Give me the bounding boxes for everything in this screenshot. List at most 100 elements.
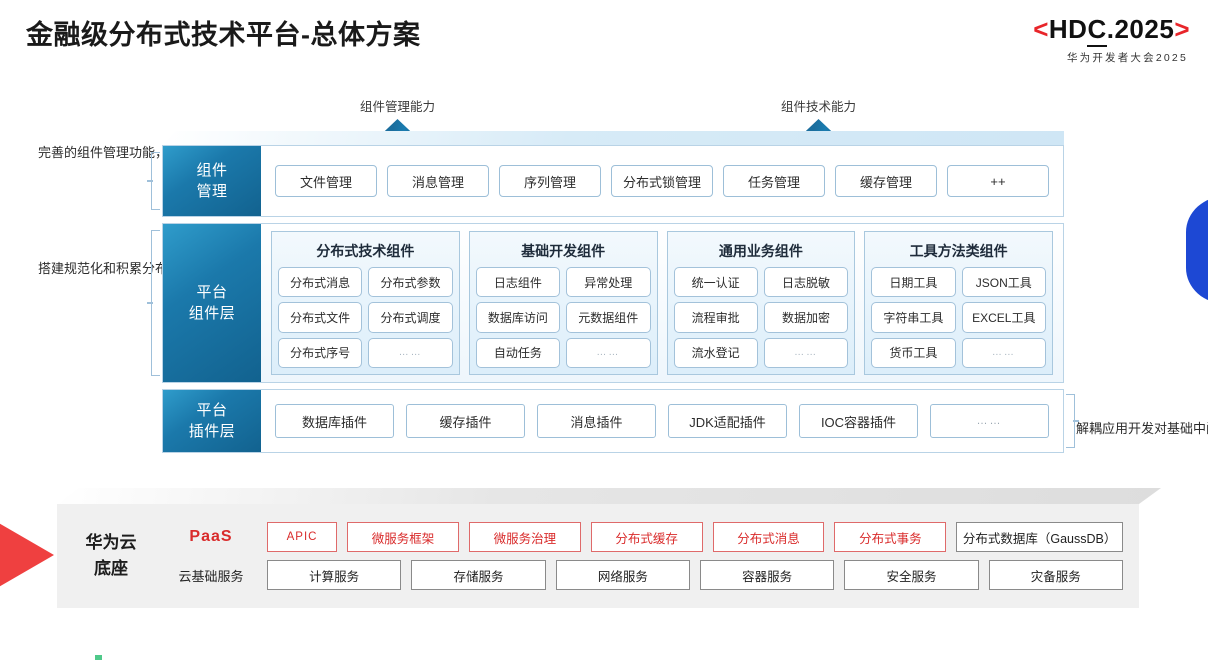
logo-subtitle: 华为开发者大会2025 xyxy=(1066,52,1188,64)
band-label-component-management: 组件 管理 xyxy=(163,146,261,216)
group-row: 日期工具 JSON工具 xyxy=(871,267,1046,298)
group-basic-dev-components: 基础开发组件 日志组件 异常处理 数据库访问 元数据组件 自动任 xyxy=(468,231,658,375)
group-title: 分布式技术组件 xyxy=(316,243,415,259)
cell-exception-handling[interactable]: 异常处理 xyxy=(566,267,651,298)
band-label-platform-plugin-layer: 平台 插件层 xyxy=(163,390,261,452)
plugin-chip-row: 数据库插件 缓存插件 消息插件 JDK适配插件 IOC容器插件 …… xyxy=(261,404,1063,438)
band-label-line2: 组件层 xyxy=(188,305,236,322)
cell-unified-auth[interactable]: 统一认证 xyxy=(673,267,758,298)
group-row: 流程审批 数据加密 xyxy=(673,302,849,333)
chip-jdk-adapter-plugin[interactable]: JDK适配插件 xyxy=(668,404,787,438)
arrow-label-component-management: 组件管理能力 xyxy=(360,100,436,114)
cell-currency-utility[interactable]: 货币工具 xyxy=(871,337,956,368)
tag-apic[interactable]: APIC xyxy=(267,522,338,552)
cell-string-utility[interactable]: 字符串工具 xyxy=(871,302,956,333)
chip-ioc-container-plugin[interactable]: IOC容器插件 xyxy=(799,404,918,438)
band-component-management: 组件 管理 文件管理 消息管理 序列管理 分布式锁管理 任务管理 缓存管理 ++ xyxy=(147,145,1064,217)
band-body-management: 文件管理 消息管理 序列管理 分布式锁管理 任务管理 缓存管理 ++ xyxy=(261,146,1063,216)
chip-database-plugin[interactable]: 数据库插件 xyxy=(275,404,394,438)
group-row: 流水登记 …… xyxy=(673,337,849,368)
chip-message-management[interactable]: 消息管理 xyxy=(387,165,489,197)
band-label-line2: 插件层 xyxy=(188,423,236,440)
cell-excel-utility[interactable]: EXCEL工具 xyxy=(961,302,1046,333)
service-network[interactable]: 网络服务 xyxy=(555,560,690,590)
tag-microservice-governance[interactable]: 微服务治理 xyxy=(468,522,581,552)
bracket-left-component-layer xyxy=(147,230,160,376)
logo-bracket-left: < xyxy=(1033,14,1049,44)
cell-more[interactable]: …… xyxy=(763,337,849,368)
cell-distributed-parameter[interactable]: 分布式参数 xyxy=(368,267,453,298)
bracket-left-management xyxy=(147,152,160,210)
cell-distributed-file[interactable]: 分布式文件 xyxy=(278,302,363,333)
cell-more[interactable]: …… xyxy=(566,337,651,368)
tag-distributed-transaction[interactable]: 分布式事务 xyxy=(834,522,947,552)
group-row: 日志组件 异常处理 xyxy=(475,267,651,298)
cell-distributed-sequence[interactable]: 分布式序号 xyxy=(278,337,363,368)
chip-more[interactable]: ++ xyxy=(947,165,1049,197)
cell-date-utility[interactable]: 日期工具 xyxy=(871,267,956,298)
chip-more[interactable]: …… xyxy=(930,404,1049,438)
cell-log-component[interactable]: 日志组件 xyxy=(475,267,561,298)
group-grid: 日期工具 JSON工具 字符串工具 EXCEL工具 货币工具 …… xyxy=(871,267,1046,368)
cell-more[interactable]: …… xyxy=(961,337,1046,368)
chip-distributed-lock-management[interactable]: 分布式锁管理 xyxy=(611,165,713,197)
band-label-platform-component-layer: 平台 组件层 xyxy=(163,224,261,382)
base-title: 华为云 底座 xyxy=(57,530,165,582)
chip-cache-management[interactable]: 缓存管理 xyxy=(835,165,937,197)
cell-transaction-record[interactable]: 流水登记 xyxy=(673,337,758,368)
service-compute[interactable]: 计算服务 xyxy=(267,560,402,590)
service-disaster-recovery[interactable]: 灾备服务 xyxy=(988,560,1123,590)
group-row: 分布式序号 …… xyxy=(278,337,453,368)
annotation-left-top: 完善的组件管理功能，提供技术参数的全生命周期管理 xyxy=(38,142,350,164)
cell-database-access[interactable]: 数据库访问 xyxy=(475,302,561,333)
annotation-left-bottom: 搭建规范化和积累分布式技术组件、基础开发组件及通用业务组件 xyxy=(38,258,415,280)
stack-3d-top-face xyxy=(162,131,1064,145)
band-body-component-layer: 分布式技术组件 分布式消息 分布式参数 分布式文件 分布式调度 xyxy=(261,224,1063,382)
service-security[interactable]: 安全服务 xyxy=(844,560,979,590)
tag-distributed-message[interactable]: 分布式消息 xyxy=(712,522,825,552)
group-grid: 日志组件 异常处理 数据库访问 元数据组件 自动任务 …… xyxy=(475,267,651,368)
group-title: 工具方法类组件 xyxy=(909,243,1008,259)
blue-lens-decoration xyxy=(1186,196,1208,304)
group-row: 分布式文件 分布式调度 xyxy=(278,302,453,333)
service-storage[interactable]: 存储服务 xyxy=(411,560,546,590)
cell-json-utility[interactable]: JSON工具 xyxy=(961,267,1046,298)
chip-file-management[interactable]: 文件管理 xyxy=(275,165,377,197)
chip-sequence-management[interactable]: 序列管理 xyxy=(499,165,601,197)
group-row: 分布式消息 分布式参数 xyxy=(278,267,453,298)
annotation-right: 解耦应用开发对基础中间件及Java框架依赖 xyxy=(1076,421,1208,436)
group-row: 字符串工具 EXCEL工具 xyxy=(871,302,1046,333)
tag-microservice-framework[interactable]: 微服务框架 xyxy=(347,522,459,552)
cell-log-desensitization[interactable]: 日志脱敏 xyxy=(763,267,849,298)
component-group-container: 分布式技术组件 分布式消息 分布式参数 分布式文件 分布式调度 xyxy=(261,224,1063,382)
band-label-line1: 组件 xyxy=(196,162,228,179)
group-distributed-tech-components: 分布式技术组件 分布式消息 分布式参数 分布式文件 分布式调度 xyxy=(271,231,460,375)
cell-metadata-component[interactable]: 元数据组件 xyxy=(566,302,651,333)
band-label-line1: 平台 xyxy=(196,402,228,419)
group-common-business-components: 通用业务组件 统一认证 日志脱敏 流程审批 数据加密 流水登记 xyxy=(666,231,856,375)
cell-distributed-message[interactable]: 分布式消息 xyxy=(278,267,363,298)
chip-task-management[interactable]: 任务管理 xyxy=(723,165,825,197)
logo-text-pre: HD xyxy=(1048,14,1088,44)
tag-distributed-cache[interactable]: 分布式缓存 xyxy=(590,522,703,552)
group-title: 基础开发组件 xyxy=(521,243,606,259)
arrow-label-component-technology: 组件技术能力 xyxy=(781,100,857,114)
page-title: 金融级分布式技术平台-总体方案 xyxy=(26,20,421,50)
base-row-paas: PaaS APIC 微服务框架 微服务治理 分布式缓存 分布式消息 分布式事务 … xyxy=(165,522,1123,552)
logo-bracket-right: > xyxy=(1174,14,1190,44)
chip-cache-plugin[interactable]: 缓存插件 xyxy=(406,404,525,438)
tag-distributed-database-gaussdb[interactable]: 分布式数据库（GaussDB） xyxy=(956,522,1123,552)
cell-automatic-task[interactable]: 自动任务 xyxy=(475,337,561,368)
logo-text-underlined: C xyxy=(1087,14,1107,47)
green-tick-decoration xyxy=(95,655,102,660)
cell-distributed-scheduling[interactable]: 分布式调度 xyxy=(368,302,453,333)
service-container[interactable]: 容器服务 xyxy=(699,560,835,590)
paas-label: PaaS xyxy=(189,528,233,545)
cell-process-approval[interactable]: 流程审批 xyxy=(673,302,758,333)
cell-more[interactable]: …… xyxy=(368,337,453,368)
base-3d-top-face xyxy=(57,488,1161,504)
base-inner: 华为云 底座 PaaS APIC 微服务框架 微服务治理 分布式缓存 分布式消息… xyxy=(57,504,1139,608)
chip-message-plugin[interactable]: 消息插件 xyxy=(537,404,656,438)
cell-data-encryption[interactable]: 数据加密 xyxy=(763,302,849,333)
